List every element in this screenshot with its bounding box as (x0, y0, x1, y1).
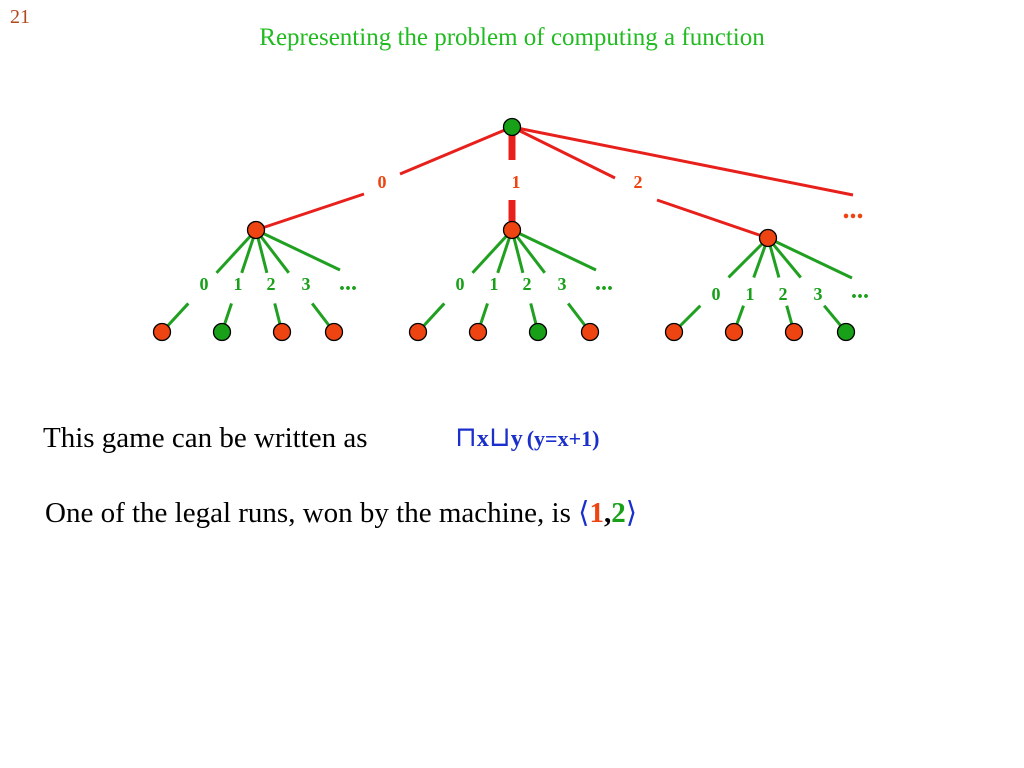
leaf-node-green (212, 322, 232, 342)
child-ellipsis: ... (339, 270, 357, 296)
child-move-label: 2 (523, 274, 532, 294)
child-move-label: 1 (490, 274, 499, 294)
edge-root-0-upper (399, 125, 513, 176)
edge-child-upper (727, 236, 770, 279)
child-move-label: 2 (267, 274, 276, 294)
child-move-label: 1 (234, 274, 243, 294)
edge-child-more (511, 228, 597, 272)
edge-root-more (511, 125, 854, 197)
leaf-node-green (836, 322, 856, 342)
root-ellipsis: ... (843, 194, 864, 225)
run-move-1: 1 (589, 497, 604, 529)
child-move-label: 1 (746, 284, 755, 304)
child-move-label: 0 (200, 274, 209, 294)
leaf-node-red (664, 322, 684, 342)
root-move-label: 2 (634, 172, 643, 192)
child-node-red (758, 228, 778, 248)
page-number: 21 (10, 6, 30, 28)
formula-var-y: y (510, 426, 523, 452)
slide-title: Representing the problem of computing a … (259, 24, 765, 51)
edge-child-more (255, 228, 341, 272)
run-close-bracket: ⟩ (625, 495, 638, 529)
edge-root-0-lower (255, 192, 365, 232)
game-formula: ⊓x⊔y (y=x+1) (455, 420, 599, 453)
child-move-label: 3 (814, 284, 823, 304)
child-move-label: 3 (302, 274, 311, 294)
child-move-label: 0 (712, 284, 721, 304)
child-move-label: 2 (779, 284, 788, 304)
formula-condition: (y=x+1) (526, 426, 600, 451)
leaf-node-red (724, 322, 744, 342)
leaf-node-red (152, 322, 172, 342)
child-move-label: 0 (456, 274, 465, 294)
leaf-node-red (272, 322, 292, 342)
edge-child-upper (215, 228, 258, 274)
child-node-red (246, 220, 266, 240)
run-open-bracket: ⟨ (578, 495, 590, 529)
root-node (502, 117, 522, 137)
legal-run-description: One of the legal runs, won by the machin… (45, 495, 637, 530)
run-move-2: 2 (611, 497, 626, 529)
leaf-node-red (468, 322, 488, 342)
game-tree-diagram: 0 1 2... 0 1 2 3... 0 1 2 3... 0 1 2 3... (152, 117, 869, 342)
leaf-node-green (528, 322, 548, 342)
child-ellipsis: ... (595, 270, 613, 296)
root-move-label: 0 (378, 172, 387, 192)
child-ellipsis: ... (851, 278, 869, 304)
leaf-node-red (580, 322, 600, 342)
child-node-red (502, 220, 522, 240)
choose-some-operator: ⊔ (488, 420, 511, 453)
legal-run-text: One of the legal runs, won by the machin… (45, 497, 571, 529)
root-move-label: 1 (512, 172, 521, 192)
leaf-node-red (784, 322, 804, 342)
choose-all-operator: ⊓ (455, 420, 477, 453)
game-description: This game can be written as (43, 422, 368, 454)
edge-root-2-lower (656, 198, 769, 240)
leaf-node-red (408, 322, 428, 342)
edge-child-upper (471, 228, 514, 274)
edge-child-more (767, 236, 853, 280)
run-separator: , (603, 497, 612, 529)
leaf-node-red (324, 322, 344, 342)
legal-run-sequence: ⟨1,2⟩ (578, 495, 638, 529)
edge-root-2-upper (511, 125, 616, 180)
child-move-label: 3 (558, 274, 567, 294)
formula-var-x: x (476, 426, 489, 452)
